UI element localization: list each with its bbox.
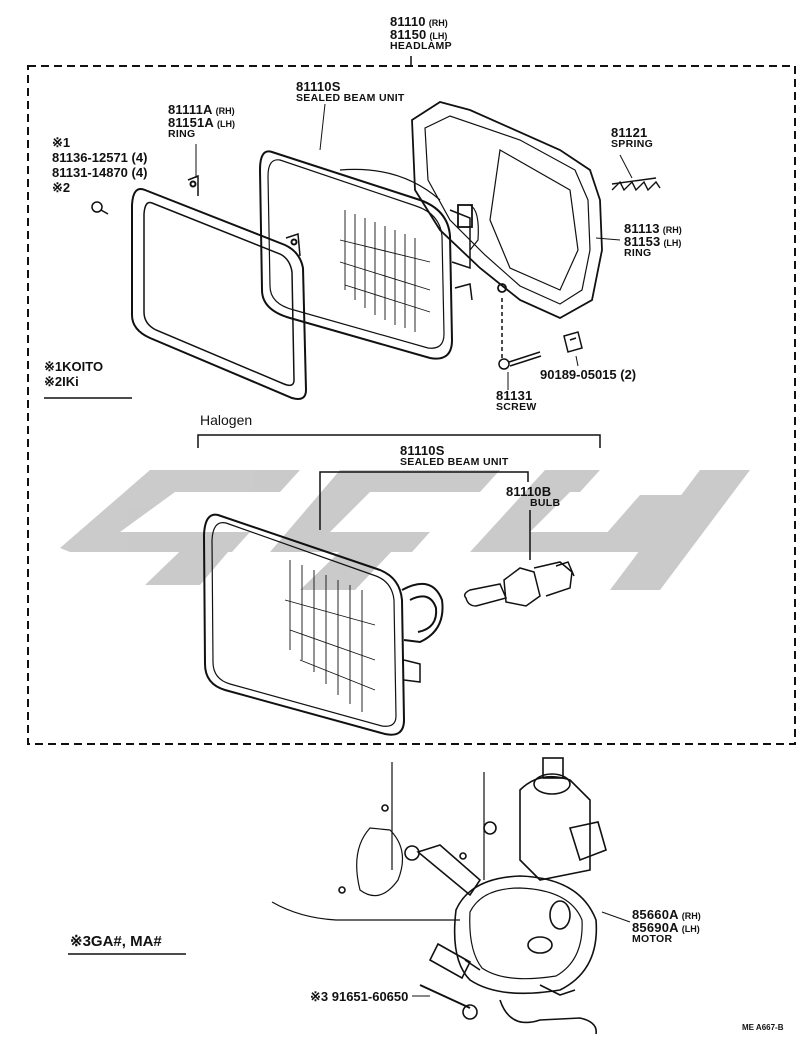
sealed-beam-halogen-name: SEALED BEAM UNIT — [400, 456, 509, 468]
bulb-label: 81110B BULB — [506, 485, 560, 509]
bulb-name: BULB — [530, 497, 561, 509]
bolt-part: ※3 91651-60650 — [310, 989, 409, 1004]
motor-rh-part: 85660A — [632, 907, 679, 922]
spring-label: 81121 SPRING — [611, 126, 653, 150]
ring-rear-rh-part: 81113 — [624, 221, 660, 236]
ring-rear-label: 81113(RH) 81153(LH) RING — [624, 222, 682, 259]
nut-drawing — [563, 331, 583, 353]
bulb-part: 81110B — [506, 484, 552, 499]
headlamp-rh-suffix: (RH) — [428, 18, 448, 28]
screw-note-line1: 81136-12571 (4) — [52, 150, 148, 165]
motor-drawing — [271, 757, 607, 1035]
screw-note-line2: 81131-14870 (4) — [52, 165, 148, 180]
sealed-beam-top-drawing — [258, 150, 473, 360]
ring-rear-name: RING — [624, 247, 652, 259]
spring-name: SPRING — [611, 138, 654, 150]
motor-lh-part: 85690A — [632, 920, 679, 935]
legend-koito: ※1KOITO — [44, 359, 104, 374]
leader-lines — [195, 103, 633, 997]
headlamp-rh-part: 81110 — [390, 14, 426, 29]
sealed-beam-top-name: SEALED BEAM UNIT — [296, 92, 405, 104]
motor-rh-suffix: (RH) — [681, 911, 701, 921]
ring-front-rh-part: 81111A — [168, 102, 213, 117]
motor-name: MOTOR — [632, 933, 673, 945]
ring-screw-drawing — [91, 201, 109, 215]
ring-rear-rh-suffix: (RH) — [662, 225, 682, 235]
ring-front-name: RING — [168, 128, 196, 140]
note3: ※3GA#, MA# — [70, 933, 162, 950]
adjust-screw-drawing — [498, 298, 542, 370]
bulb-drawing — [463, 561, 575, 607]
legend: ※1KOITO ※2IKi — [44, 360, 103, 388]
ring-front-lh-part: 81151A — [168, 115, 215, 130]
nut-part: 90189-05015 (2) — [540, 367, 637, 382]
watermark-logo — [60, 470, 750, 590]
screw-name: SCREW — [496, 401, 537, 413]
screw-note-mark1: ※1 — [52, 135, 71, 150]
screw-label: 81131 SCREW — [496, 389, 537, 413]
ring-rear-lh-part: 81153 — [624, 234, 661, 249]
screw-notes-label: ※1 81136-12571 (4) 81131-14870 (4) ※2 — [52, 136, 147, 194]
halogen-title: Halogen — [200, 412, 253, 428]
ring-front-label: 81111A(RH) 81151A(LH) RING — [168, 103, 235, 140]
ring-front-rh-suffix: (RH) — [215, 106, 235, 116]
halogen-bracket — [197, 434, 601, 560]
sealed-beam-halogen-part: 81110S — [400, 443, 445, 458]
spring-drawing — [611, 177, 661, 192]
screw-note-mark2: ※2 — [52, 180, 71, 195]
motor-label: 85660A(RH) 85690A(LH) MOTOR — [632, 908, 701, 945]
sealed-beam-halogen-drawing — [202, 513, 444, 736]
headlamp-lh-part: 81150 — [390, 27, 427, 42]
diagram-code: ME A667-B — [742, 1023, 784, 1032]
ring-front-lh-suffix: (LH) — [217, 119, 236, 129]
headlamp-label: 81110(RH) 81150(LH) HEADLAMP — [390, 15, 452, 52]
ring-rear-lh-suffix: (LH) — [663, 238, 682, 248]
front-ring-drawing — [131, 174, 308, 400]
sealed-beam-top-part: 81110S — [296, 79, 341, 94]
housing-drawing — [411, 101, 603, 320]
sealed-beam-halogen-label: 81110S SEALED BEAM UNIT — [400, 444, 509, 468]
motor-lh-suffix: (LH) — [681, 924, 700, 934]
headlamp-name: HEADLAMP — [390, 40, 452, 52]
spring-part: 81121 — [611, 125, 648, 140]
screw-part: 81131 — [496, 388, 533, 403]
headlamp-lh-suffix: (LH) — [429, 31, 448, 41]
sealed-beam-top-label: 81110S SEALED BEAM UNIT — [296, 80, 405, 104]
legend-iki: ※2IKi — [44, 374, 79, 389]
